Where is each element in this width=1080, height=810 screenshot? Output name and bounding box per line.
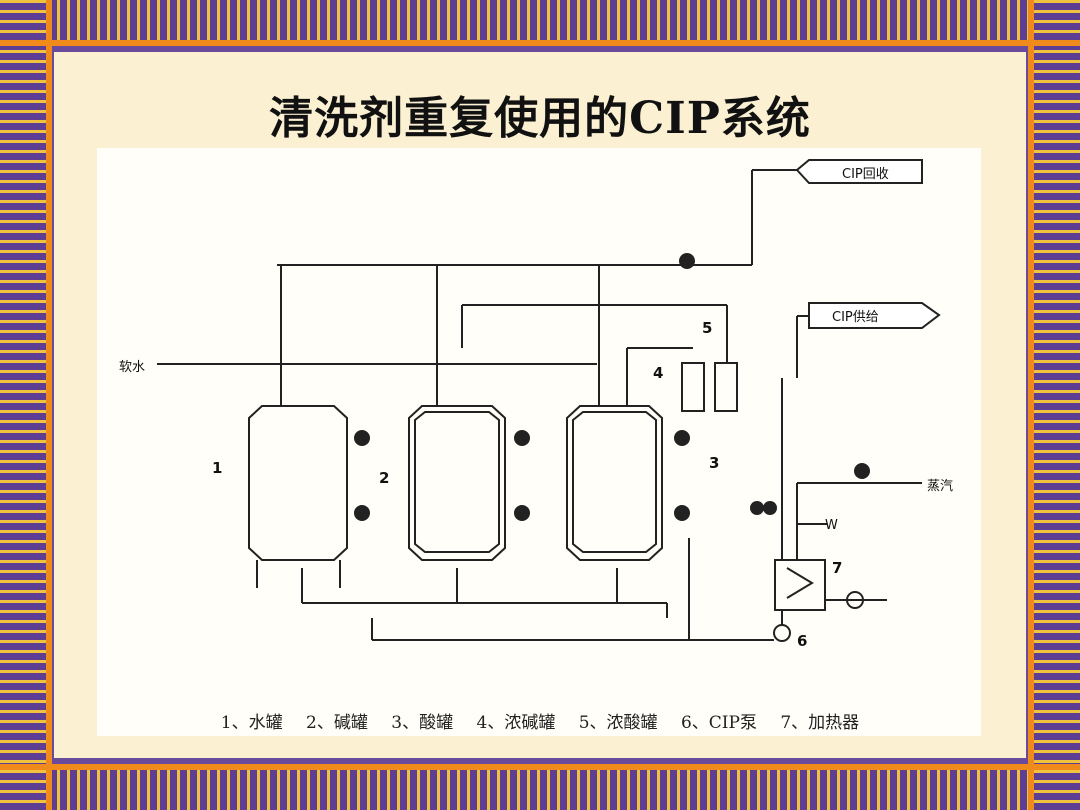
border-right: [1034, 0, 1080, 810]
number-6: 6: [797, 632, 807, 650]
label-soft-water: 软水: [119, 360, 145, 375]
label-steam: 蒸汽: [927, 479, 953, 494]
border-left: [0, 0, 46, 810]
border-top: [0, 0, 1080, 46]
border-bottom: [0, 764, 1080, 810]
legend-item-5: 5、浓酸罐: [578, 713, 658, 733]
orange-line-top: [0, 40, 1080, 46]
legend-item-3: 3、酸罐: [391, 713, 454, 733]
legend-caption: 1、水罐 2、碱罐 3、酸罐 4、浓碱罐 5、浓酸罐 6、CIP泵 7、加热器: [90, 708, 990, 733]
orange-line-left: [46, 0, 52, 810]
number-3: 3: [709, 454, 719, 472]
number-4: 4: [653, 364, 663, 382]
number-2: 2: [379, 469, 389, 487]
label-cip-supply: CIP供给: [832, 310, 879, 325]
orange-line-bottom: [0, 764, 1080, 770]
legend-item-1: 1、水罐: [220, 713, 283, 733]
legend-item-7: 7、加热器: [780, 713, 860, 733]
legend-item-6: 6、CIP泵: [680, 713, 757, 733]
cip-schematic: CIP回收 CIP供给 软水 蒸汽 W 1 2 3 4 5 6 7: [119, 159, 953, 650]
slide-title: 清洗剂重复使用的CIP系统: [269, 93, 811, 144]
legend-item-4: 4、浓碱罐: [476, 713, 556, 733]
legend-item-2: 2、碱罐: [306, 713, 368, 733]
orange-line-right: [1028, 0, 1034, 810]
cip-diagram: CIP回收 CIP供给 软水 蒸汽 W 1 2 3 4 5 6 7: [97, 148, 981, 736]
number-5: 5: [702, 319, 712, 337]
number-1: 1: [212, 459, 222, 477]
label-cip-return: CIP回收: [842, 167, 889, 182]
label-w: W: [825, 518, 838, 533]
number-7: 7: [832, 559, 842, 577]
